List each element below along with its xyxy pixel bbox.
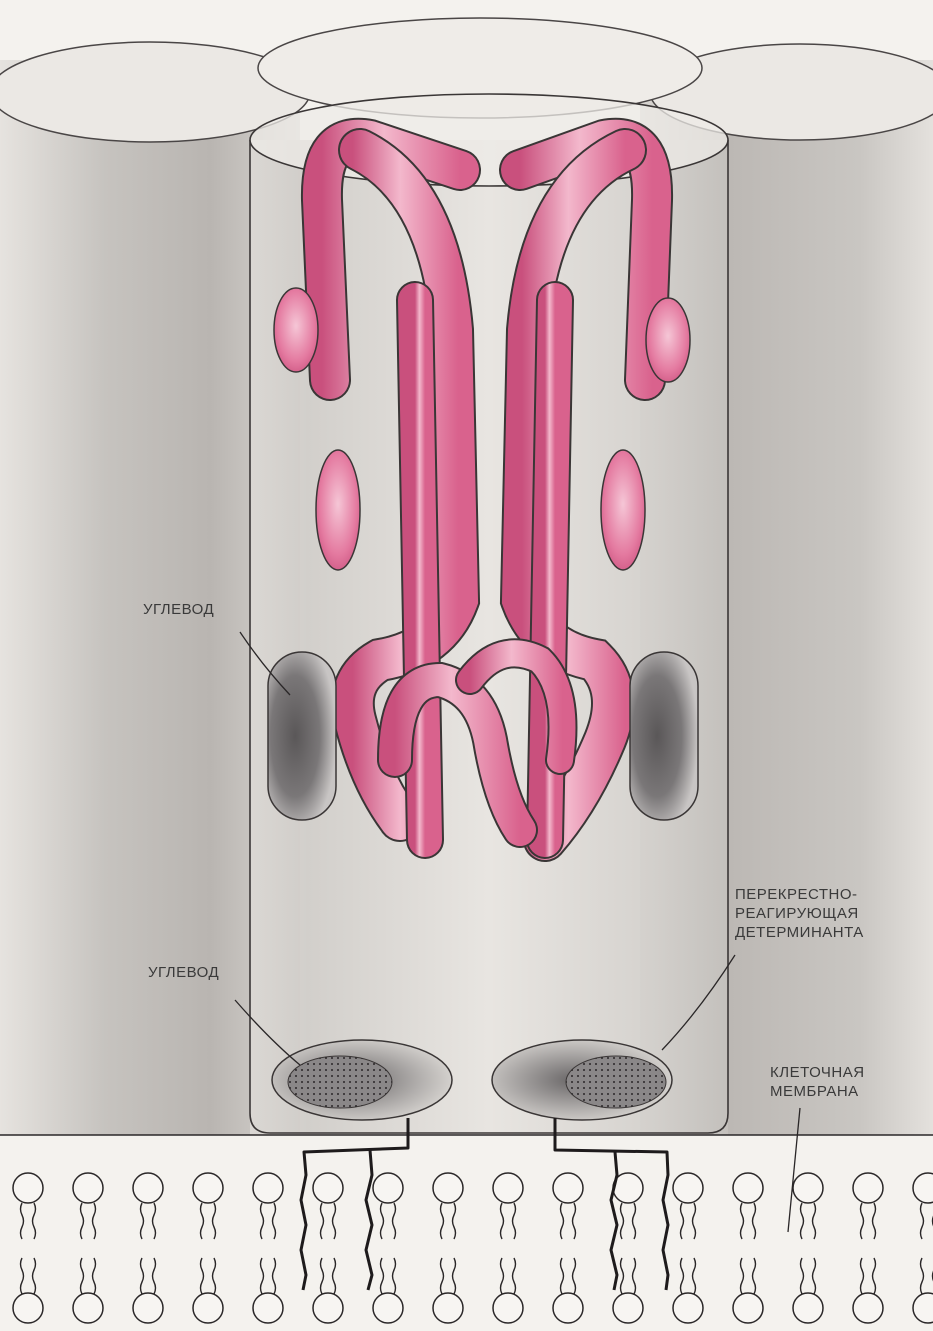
lipid-molecule (733, 1173, 763, 1323)
label-carbohydrate-lower: УГЛЕВОД (148, 963, 219, 982)
lipid-bilayer (13, 1173, 933, 1323)
label-membrane-line-2: МЕМБРАНА (770, 1082, 865, 1101)
lipid-molecule (433, 1173, 463, 1323)
foot-domain-left (272, 1040, 452, 1120)
lipid-molecule (133, 1173, 163, 1323)
lipid-molecule (853, 1173, 883, 1323)
lipid-molecule (913, 1173, 933, 1323)
lipid-molecule (673, 1173, 703, 1323)
lipid-molecule (253, 1173, 283, 1323)
lipid-molecule (373, 1173, 403, 1323)
lipid-molecule (313, 1173, 343, 1323)
label-carbohydrate-upper: УГЛЕВОД (143, 600, 214, 619)
protein-blob-left-upper (274, 288, 318, 372)
label-determinant-line-1: ПЕРЕКРЕСТНО- (735, 885, 864, 904)
lipid-molecule (193, 1173, 223, 1323)
membrane-anchors (301, 1118, 668, 1290)
label-cell-membrane: КЛЕТОЧНАЯ МЕМБРАНА (770, 1063, 865, 1101)
lipid-molecule (13, 1173, 43, 1323)
protein-rod-inner-left (415, 300, 425, 840)
lipid-molecule (613, 1173, 643, 1323)
lipid-molecule (493, 1173, 523, 1323)
protein-blob-left-middle (316, 450, 360, 570)
label-determinant-line-2: РЕАГИРУЮЩАЯ (735, 904, 864, 923)
label-membrane-line-1: КЛЕТОЧНАЯ (770, 1063, 865, 1082)
foot-domain-right (492, 1040, 672, 1120)
lipid-molecule (793, 1173, 823, 1323)
carbohydrate-left (268, 652, 336, 820)
protein-blob-right-upper (646, 298, 690, 382)
lipid-molecule (73, 1173, 103, 1323)
protein-blob-right-middle (601, 450, 645, 570)
label-cross-reacting-determinant: ПЕРЕКРЕСТНО- РЕАГИРУЮЩАЯ ДЕТЕРМИНАНТА (735, 885, 864, 942)
lipid-molecule (553, 1173, 583, 1323)
label-determinant-line-3: ДЕТЕРМИНАНТА (735, 923, 864, 942)
carbohydrate-right (630, 652, 698, 820)
